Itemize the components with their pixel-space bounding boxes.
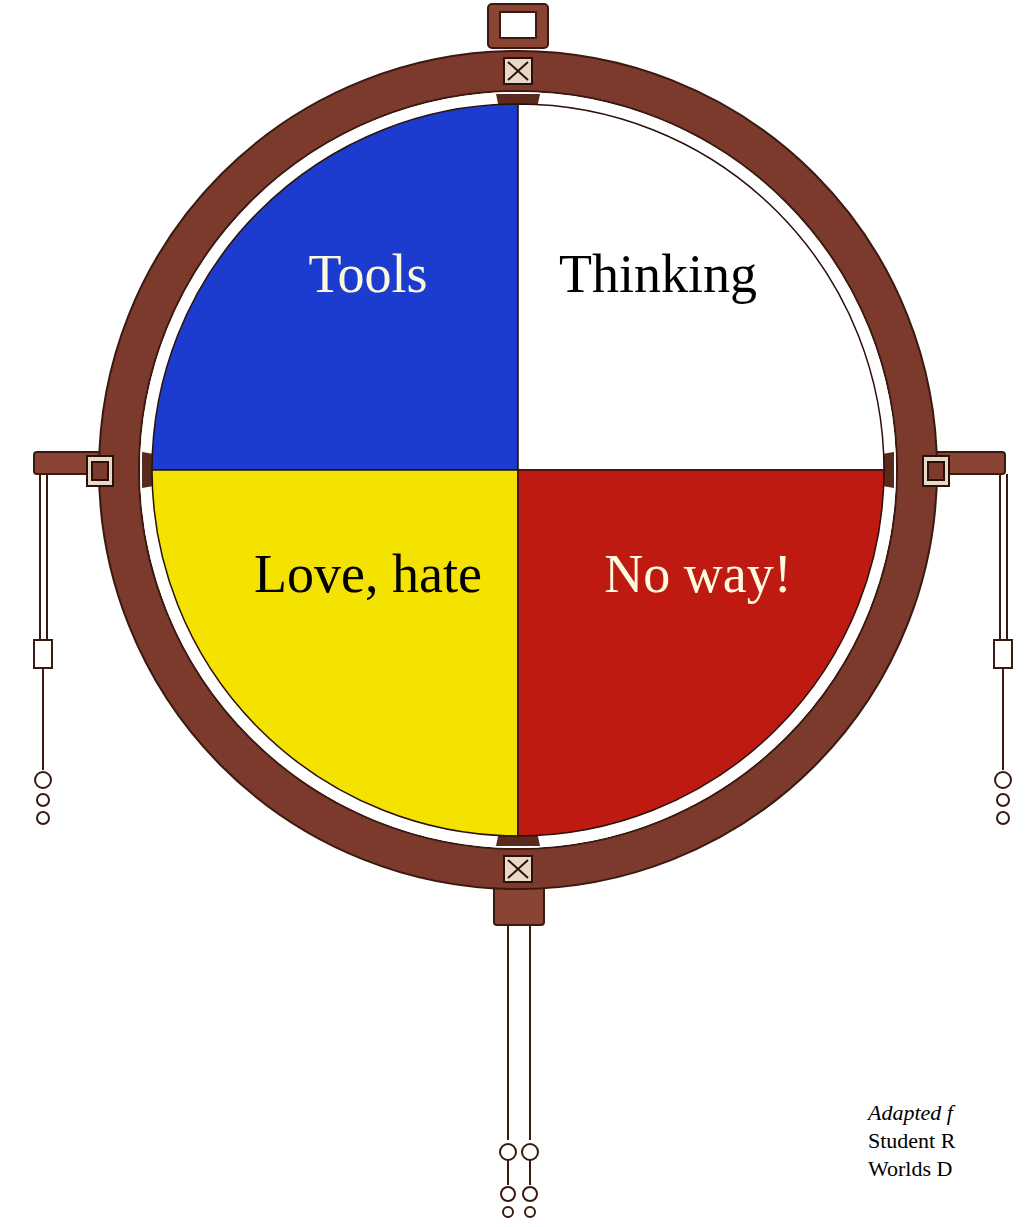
quadrant-label: Tools xyxy=(308,245,427,304)
left-tab xyxy=(34,452,106,824)
source-note: Worlds D xyxy=(868,1156,952,1182)
right-tab xyxy=(930,452,1012,824)
quadrant-label: Thinking xyxy=(559,245,757,304)
feeling-quadrant: Love, hate xyxy=(148,470,518,840)
top-loop xyxy=(488,4,548,48)
wheel-ring xyxy=(99,51,937,889)
quadrant-label: Love, hate xyxy=(254,545,482,604)
ring-knots xyxy=(87,58,949,882)
thinking-quadrant: Thinking xyxy=(518,100,888,470)
tools-quadrant: Tools xyxy=(148,100,518,470)
source-note: Student R xyxy=(868,1128,955,1154)
source-note: Adapted f xyxy=(868,1100,953,1126)
quadrant-label: No way! xyxy=(604,545,791,604)
quadrant-shape xyxy=(518,470,888,840)
quadrant-shape xyxy=(148,470,518,840)
refusal-quadrant: No way! xyxy=(518,470,888,840)
bottom-tab xyxy=(494,885,544,1217)
divider-wedges xyxy=(142,94,894,846)
